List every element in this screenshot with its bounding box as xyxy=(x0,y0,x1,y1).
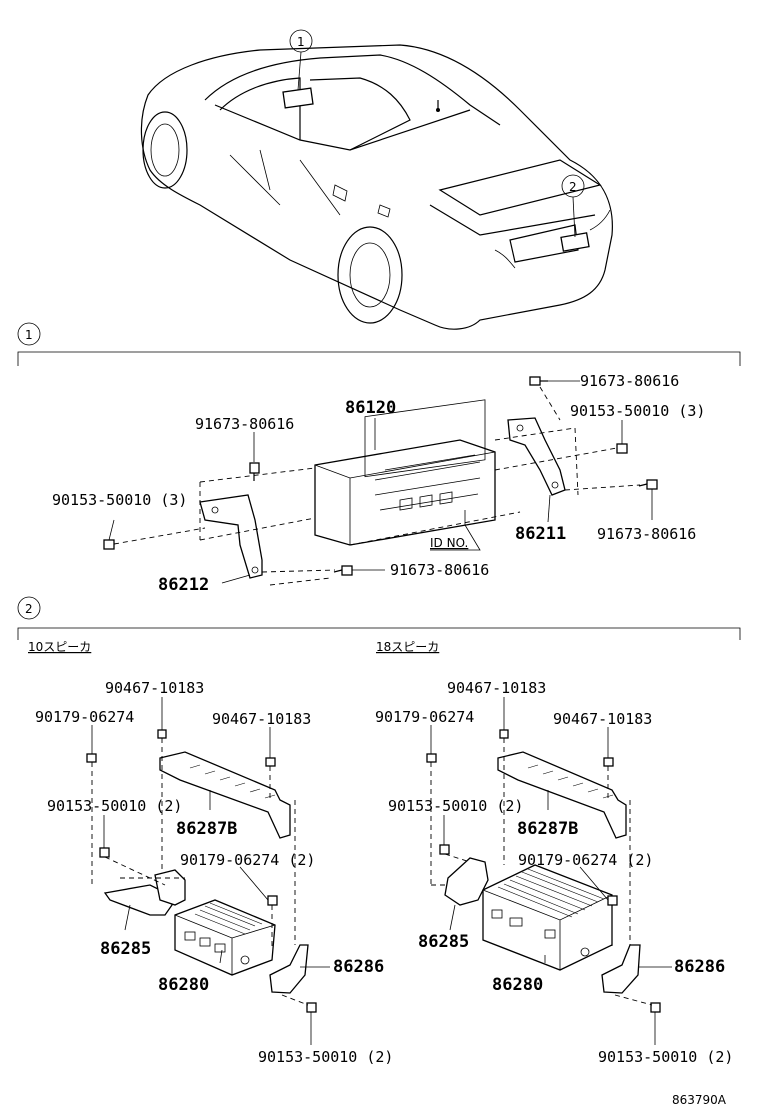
nut-d-icon-right xyxy=(439,844,450,855)
label-right-i: 86280 xyxy=(492,975,543,995)
bracket-86211 xyxy=(507,417,566,496)
label-86212: 86212 xyxy=(158,575,209,595)
car-illustration xyxy=(140,44,613,330)
label-86211: 86211 xyxy=(515,524,566,544)
label-right-h: 86286 xyxy=(674,957,725,977)
leaders-right xyxy=(430,697,672,1045)
bracket-86212 xyxy=(199,494,263,579)
callout-2: 2 xyxy=(561,174,585,238)
figure-id: 863790A xyxy=(672,1093,727,1107)
bolt-right-lower-icon xyxy=(638,479,658,490)
label-bolt-left-top: 91673-80616 xyxy=(195,415,294,433)
alignment-lines-section1 xyxy=(113,386,641,586)
leaders-left xyxy=(91,697,330,1045)
label-bolt-right-lower: 91673-80616 xyxy=(597,525,696,543)
leaders-section1 xyxy=(108,380,653,584)
nut-d-icon xyxy=(99,847,110,858)
label-right-b: 90179-06274 xyxy=(375,708,474,726)
nut-b-icon xyxy=(86,753,97,763)
label-right-e: 86287B xyxy=(517,819,578,839)
label-nut-left: 90153-50010 (3) xyxy=(52,491,187,509)
label-right-j: 90153-50010 (2) xyxy=(598,1048,733,1066)
label-bolt-bottom: 91673-80616 xyxy=(390,561,489,579)
label-left-e: 86287B xyxy=(176,819,237,839)
nut-c-icon xyxy=(265,757,276,767)
bolt-a-icon-right xyxy=(499,729,509,739)
bolt-left-top-icon xyxy=(249,462,260,481)
label-right-f: 90179-06274 (2) xyxy=(518,851,653,869)
section-2: 2 10スピーカ 18スピーカ xyxy=(17,596,741,1066)
alignment-lines-right xyxy=(430,738,653,1006)
bolt-top-right-icon xyxy=(529,376,548,386)
label-left-f: 90179-06274 (2) xyxy=(180,851,315,869)
label-left-j: 90153-50010 (2) xyxy=(258,1048,393,1066)
label-right-c: 90467-10183 xyxy=(553,710,652,728)
heading-18-speaker: 18スピーカ xyxy=(376,640,439,654)
nut-c-icon-right xyxy=(603,757,614,767)
label-left-a: 90467-10183 xyxy=(105,679,204,697)
label-left-h: 86286 xyxy=(333,957,384,977)
heading-10-speaker: 10スピーカ xyxy=(28,640,91,654)
svg-text:1: 1 xyxy=(297,35,305,49)
alignment-lines-left xyxy=(91,738,309,1006)
assembly-10-speaker: 90467-10183 90179-06274 90467-10183 9015… xyxy=(35,679,393,1066)
nut-b-icon-right xyxy=(426,753,437,763)
label-left-i: 86280 xyxy=(158,975,209,995)
label-bolt-top-right: 91673-80616 xyxy=(580,372,679,390)
label-left-b: 90179-06274 xyxy=(35,708,134,726)
label-left-d: 90153-50010 (2) xyxy=(47,797,182,815)
callout-1: 1 xyxy=(289,29,313,91)
label-left-g: 86285 xyxy=(100,939,151,959)
head-unit-86120 xyxy=(314,399,496,546)
bolt-j-icon-right xyxy=(650,1002,661,1013)
label-nut-top-right: 90153-50010 (3) xyxy=(570,402,705,420)
label-left-c: 90467-10183 xyxy=(212,710,311,728)
bolt-bottom-icon xyxy=(333,565,353,576)
nut-left-icon xyxy=(103,539,115,550)
nut-top-right-icon xyxy=(616,443,628,454)
assembly-18-speaker: 90467-10183 90179-06274 90467-10183 9015… xyxy=(375,679,733,1066)
label-right-d: 90153-50010 (2) xyxy=(388,797,523,815)
section-1: 1 xyxy=(17,322,741,595)
nut-f-icon xyxy=(267,895,278,906)
label-right-g: 86285 xyxy=(418,932,469,952)
svg-text:2: 2 xyxy=(25,602,33,616)
bolt-a-icon xyxy=(157,729,167,739)
label-86120: 86120 xyxy=(345,398,396,418)
svg-text:1: 1 xyxy=(25,328,33,342)
nut-f-icon-right xyxy=(607,895,618,906)
label-right-a: 90467-10183 xyxy=(447,679,546,697)
bolt-j-icon xyxy=(306,1002,317,1013)
svg-text:2: 2 xyxy=(569,180,577,194)
label-id-no: ID NO. xyxy=(430,536,468,550)
